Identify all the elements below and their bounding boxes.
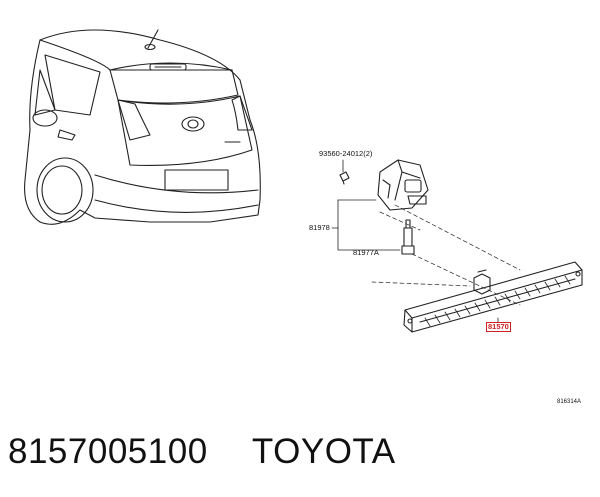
part-number: 8157005100 xyxy=(8,432,208,471)
callout-bolt: 93560-24012(2) xyxy=(319,149,373,158)
dashed-guides xyxy=(371,204,521,306)
callout-lamp-highlighted[interactable]: 81570 xyxy=(486,322,511,332)
parts-diagram xyxy=(24,29,583,333)
brand-name: TOYOTA xyxy=(251,432,396,471)
illustration-reference: 816314A xyxy=(557,399,582,405)
socket-assembly xyxy=(339,159,429,255)
car-illustration xyxy=(24,29,261,225)
stop-lamp xyxy=(403,261,583,333)
callout-socket: 81978 xyxy=(309,223,330,232)
callout-bulb: 81977A xyxy=(353,248,379,257)
caption: 8157005100 TOYOTA xyxy=(8,432,396,472)
